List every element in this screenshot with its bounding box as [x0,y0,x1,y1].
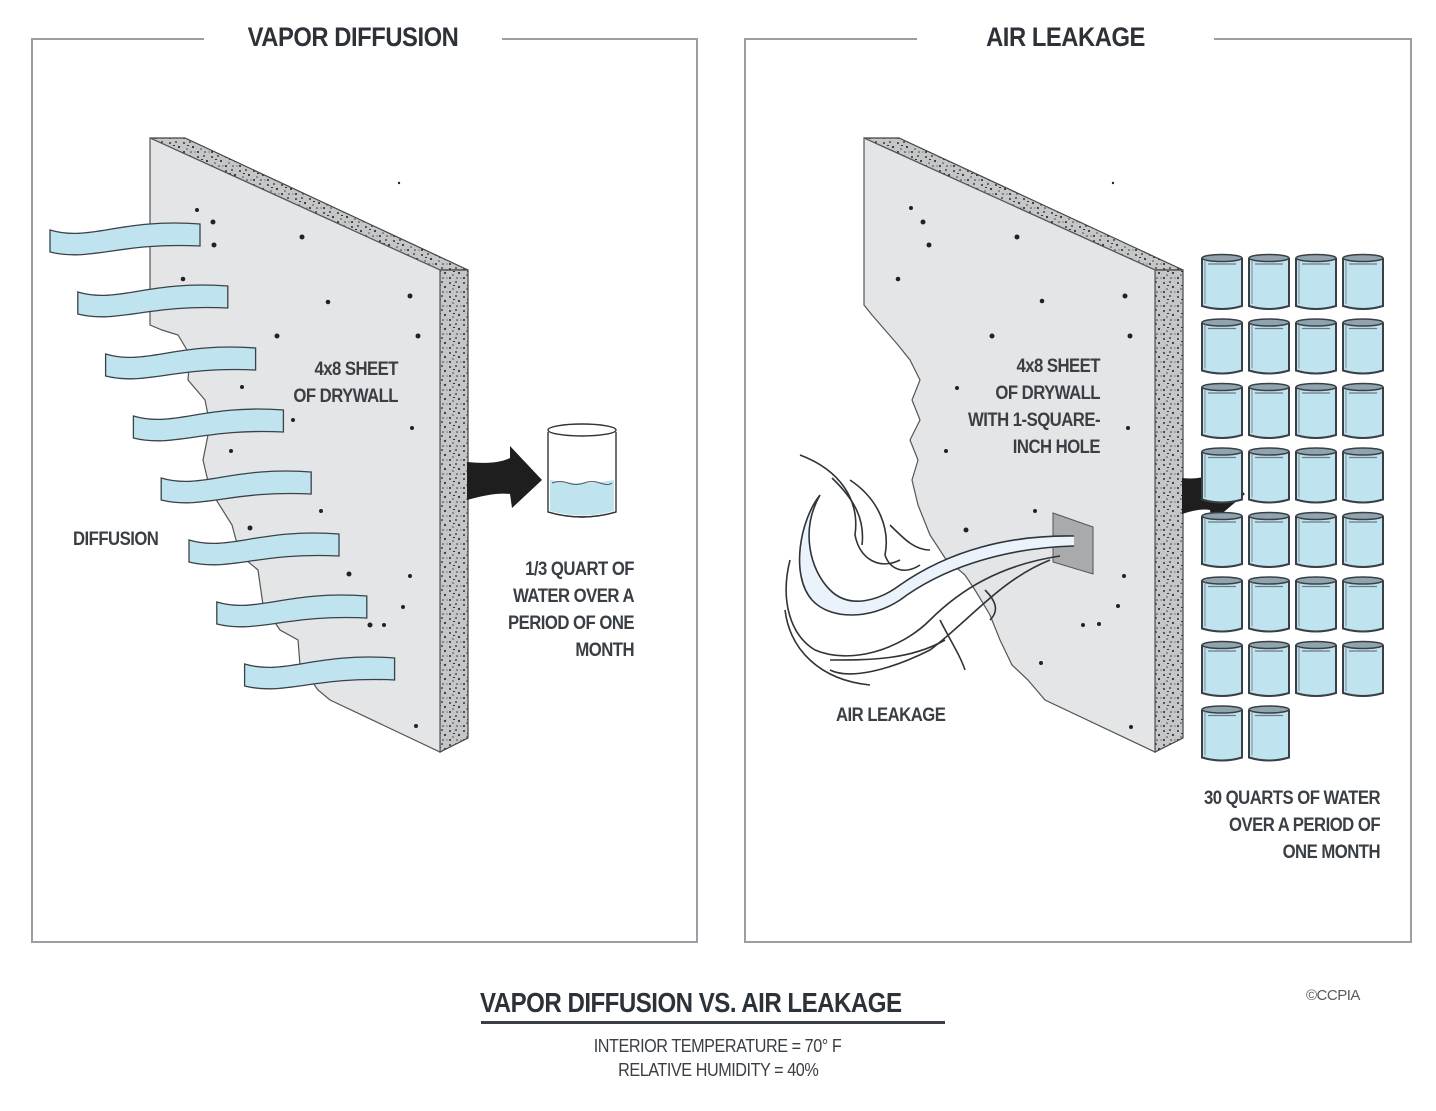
wall-label-right: 4x8 SHEET OF DRYWALL WITH 1-SQUARE- INCH… [942,353,1100,461]
water-container [1201,253,1243,310]
diffusion-stream [104,346,257,380]
panel-top-border [1214,38,1412,40]
air-leakage-flow [784,454,1075,686]
water-container [1201,576,1243,633]
drywall-sheet-right [863,137,1184,753]
water-container [1201,511,1243,568]
water-container [1201,318,1243,375]
condition-temperature: INTERIOR TEMPERATURE = 70° F [0,1036,1436,1057]
water-container [1295,640,1337,697]
copyright: ©CCPIA [1306,987,1360,1004]
water-container [1248,705,1290,762]
water-container [1342,640,1384,697]
water-container [1342,253,1384,310]
result-label-line: ONE MONTH [1282,842,1381,863]
result-label-line: WATER OVER A [513,586,634,607]
vapor-diffusion-panel [31,39,698,943]
vapor-diffusion-title: VAPOR DIFFUSION [247,22,459,52]
panel-top-border [31,38,204,40]
water-container [1248,511,1290,568]
air-leakage-label: AIR LEAKAGE [836,705,946,726]
water-container-grid [1201,253,1384,762]
condition-text: RELATIVE HUMIDITY = 40% [617,1060,819,1080]
water-glass [547,423,617,518]
water-container [1342,576,1384,633]
water-container [1295,318,1337,375]
water-container [1295,382,1337,439]
figure-title: VAPOR DIFFUSION VS. AIR LEAKAGE [480,987,902,1018]
wall-label-line: WITH 1-SQUARE- [968,410,1100,431]
water-container [1248,382,1290,439]
wall-label-line: INCH HOLE [1012,437,1101,458]
panel-top-border [744,38,917,40]
water-container [1295,511,1337,568]
result-label-line: 30 QUARTS OF WATER [1204,788,1381,809]
diffusion-stream [132,408,285,442]
water-container [1342,511,1384,568]
wall-label-line: OF DRYWALL [995,383,1100,404]
condition-text: INTERIOR TEMPERATURE = 70° F [594,1036,842,1056]
condition-humidity: RELATIVE HUMIDITY = 40% [0,1060,1436,1081]
water-container [1248,253,1290,310]
water-container [1248,318,1290,375]
result-label-line: 1/3 QUART OF [525,559,634,580]
arrow-right-icon [467,446,542,508]
panel-top-border [502,38,698,40]
diffusion-stream [216,594,368,628]
title-underline [481,1021,945,1024]
water-container [1248,640,1290,697]
water-container [1201,447,1243,504]
wall-label-line: 4x8 SHEET [1016,356,1100,377]
water-container [1295,576,1337,633]
result-label-line: MONTH [575,640,634,661]
wall-label-line: 4x8 SHEET [314,359,398,380]
result-label-left: 1/3 QUART OF WATER OVER A PERIOD OF ONE … [493,556,635,664]
result-label-line: PERIOD OF ONE [508,613,635,634]
water-container [1342,382,1384,439]
result-label-right: 30 QUARTS OF WATER OVER A PERIOD OF ONE … [1186,785,1381,866]
water-container [1342,447,1384,504]
water-container [1248,447,1290,504]
diffusion-stream [188,532,340,566]
diffusion-stream [160,470,312,504]
wall-label-left: 4x8 SHEET OF DRYWALL [275,356,398,410]
water-container [1295,253,1337,310]
water-container [1342,318,1384,375]
diffusion-stream [49,222,201,256]
water-container [1248,576,1290,633]
water-container [1201,705,1243,762]
water-container [1201,382,1243,439]
diffusion-label: DIFFUSION [73,529,159,550]
air-leakage-title: AIR LEAKAGE [986,22,1145,52]
result-label-line: OVER A PERIOD OF [1228,815,1381,836]
air-leakage-panel [744,39,1412,943]
diffusion-stream [77,284,229,318]
diffusion-stream [243,656,396,690]
water-container [1201,640,1243,697]
diffusion-streams [49,222,396,690]
water-container [1295,447,1337,504]
wall-label-line: OF DRYWALL [293,386,398,407]
